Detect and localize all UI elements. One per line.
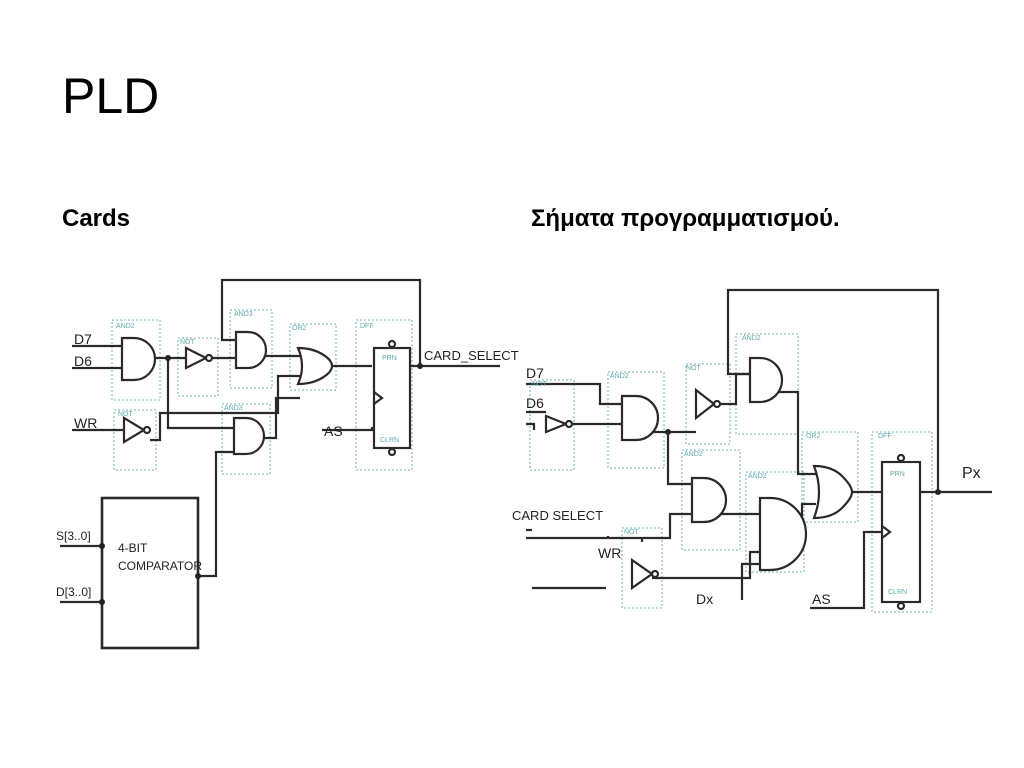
comparator-label-line2: COMPARATOR <box>118 559 202 573</box>
input-as-label: AS <box>812 591 831 607</box>
comparator-label-line1: 4-BIT <box>118 541 148 555</box>
svg-text:AND2: AND2 <box>610 373 629 380</box>
input-dx-label: Dx <box>696 591 713 607</box>
svg-text:PRN: PRN <box>890 471 905 478</box>
svg-text:OR2: OR2 <box>292 325 307 332</box>
input-as-label: AS <box>324 423 343 439</box>
input-d7-label: D7 <box>526 365 544 381</box>
svg-text:CLRN: CLRN <box>380 437 399 444</box>
slide-title: PLD <box>62 68 160 124</box>
svg-text:NOT: NOT <box>686 365 702 372</box>
input-d6-label: D6 <box>526 395 544 411</box>
input-wr-label: WR <box>598 545 621 561</box>
svg-text:AND2: AND2 <box>742 335 761 342</box>
card-select-schematic: AND2 NOT AND3 OR2 DFF NOT AND3 PRN CLRN … <box>56 278 519 650</box>
programming-signals-schematic: AND2 NOT AND2 AND2 AND2 OR2 DFF NOT NOT … <box>512 288 992 613</box>
input-d7-label: D7 <box>74 331 92 347</box>
svg-text:AND2: AND2 <box>116 323 135 330</box>
output-px-label: Px <box>962 465 981 482</box>
svg-text:AND2: AND2 <box>748 473 767 480</box>
svg-text:AND3: AND3 <box>234 311 253 318</box>
svg-text:DFF: DFF <box>360 323 374 330</box>
svg-text:NOT: NOT <box>118 411 134 418</box>
input-s-label: S[3..0] <box>56 529 91 543</box>
right-heading: Σήματα προγραμματισμού. <box>531 205 840 232</box>
svg-text:CLRN: CLRN <box>888 589 907 596</box>
svg-text:AND2: AND2 <box>684 451 703 458</box>
input-wr-label: WR <box>74 415 97 431</box>
input-card-select-label: CARD SELECT <box>512 508 603 523</box>
svg-text:OR2: OR2 <box>806 433 821 440</box>
svg-text:PRN: PRN <box>382 355 397 362</box>
svg-text:NOT: NOT <box>532 381 548 388</box>
input-d6-label: D6 <box>74 353 92 369</box>
svg-text:NOT: NOT <box>180 339 196 346</box>
svg-text:NOT: NOT <box>624 529 640 536</box>
svg-text:DFF: DFF <box>878 433 892 440</box>
output-card-select-label: CARD_SELECT <box>424 348 519 363</box>
left-heading: Cards <box>62 205 131 232</box>
svg-text:AND3: AND3 <box>224 405 243 412</box>
input-d-label: D[3..0] <box>56 585 91 599</box>
